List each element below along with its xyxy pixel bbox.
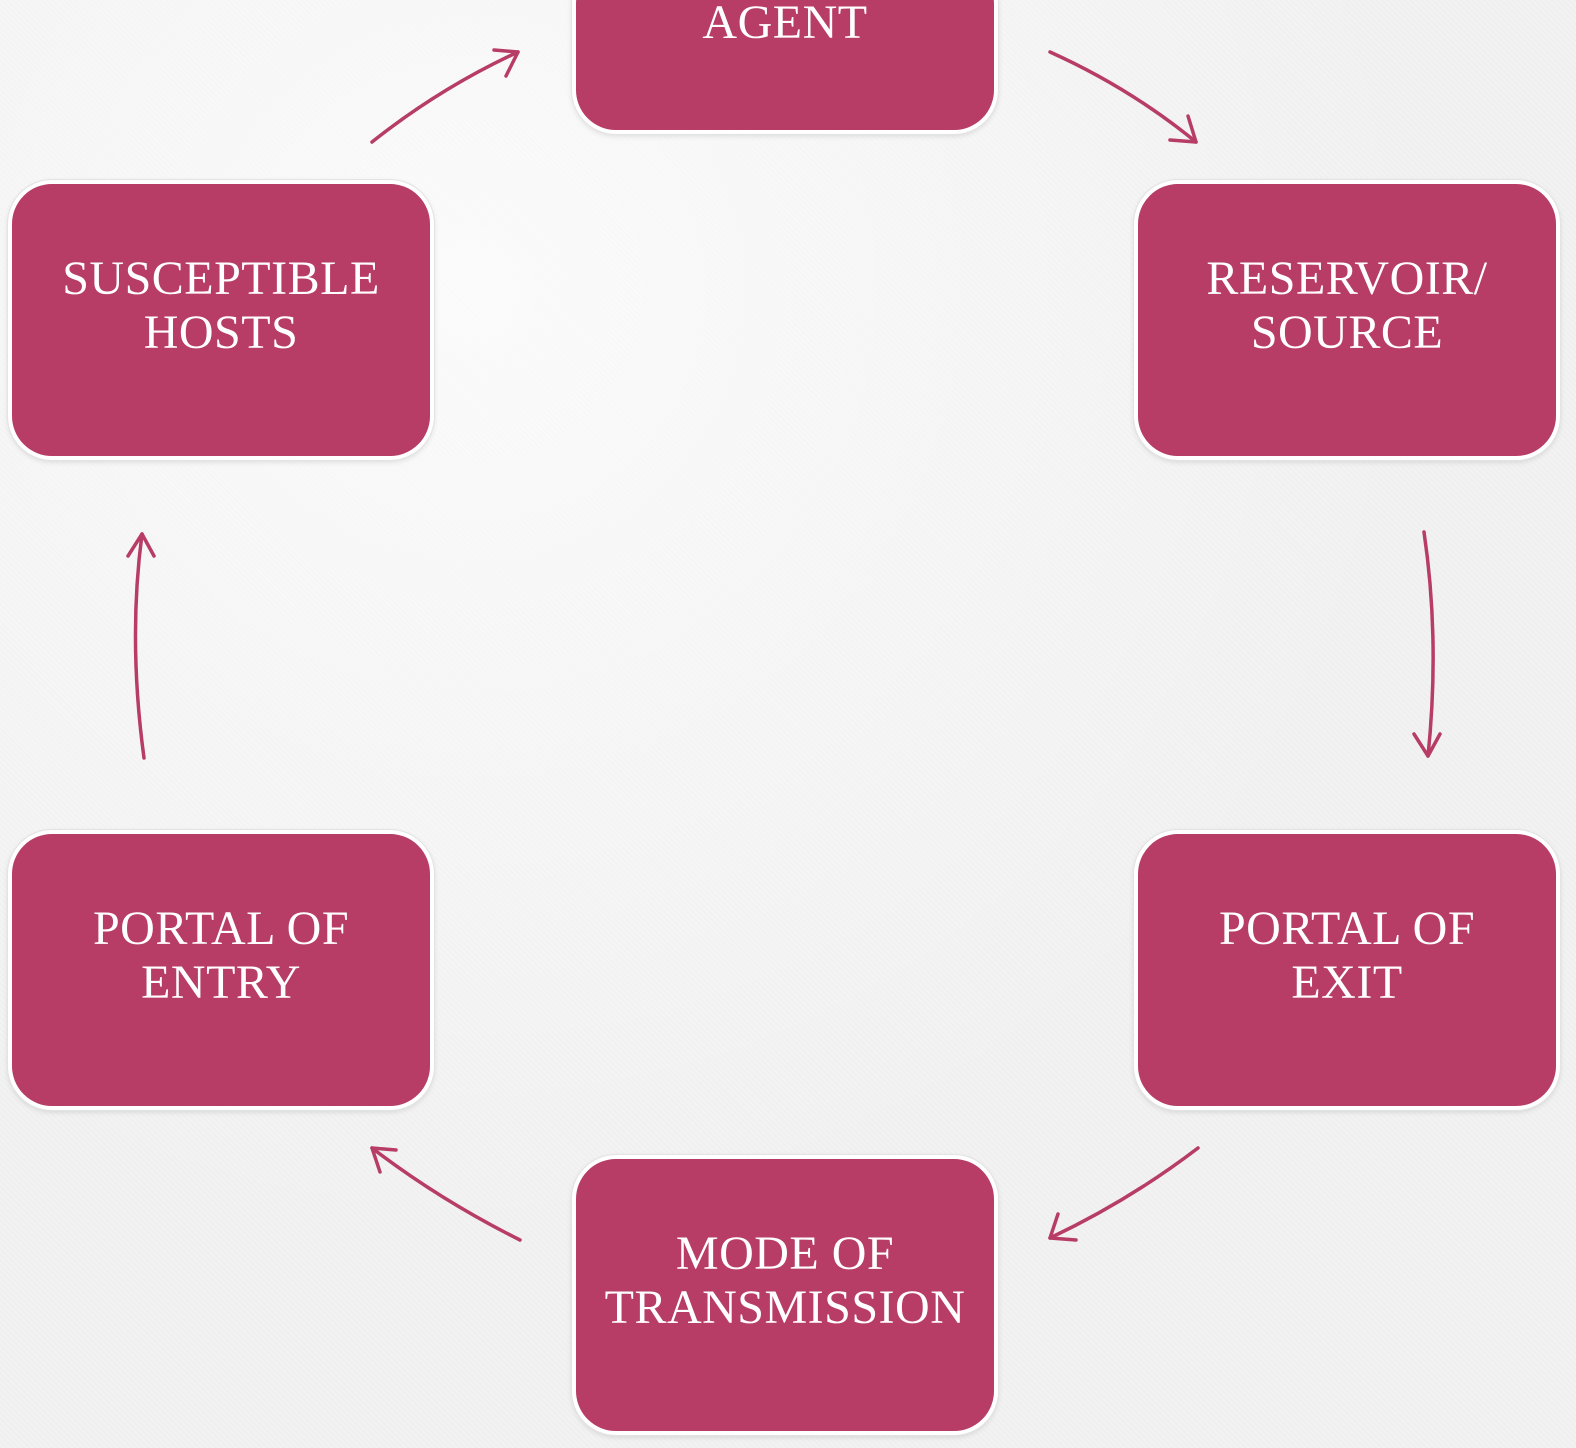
arrowhead-agent-to-reservoir [1168,114,1198,144]
node-mode-of-transmission: MODE OF TRANSMISSION [572,1155,998,1435]
arrow-reservoir-to-exit [1422,530,1435,758]
node-portal-of-exit: PORTAL OF EXIT [1134,830,1560,1110]
node-agent: AGENT [572,0,998,134]
node-susceptible-hosts-label: SUSCEPTIBLE HOSTS [62,252,380,359]
node-portal-of-entry-label: PORTAL OF ENTRY [92,902,350,1009]
arrow-exit-to-mode [1048,1146,1200,1240]
node-agent-label: AGENT [702,0,868,49]
node-susceptible-hosts: SUSCEPTIBLE HOSTS [8,180,434,460]
arrowhead-entry-to-susceptible [126,532,156,558]
node-reservoir-source-label: RESERVOIR/ SOURCE [1206,252,1488,359]
arrowhead-mode-to-entry [370,1146,398,1174]
node-portal-of-entry: PORTAL OF ENTRY [8,830,434,1110]
arrowhead-exit-to-mode [1048,1212,1078,1242]
node-reservoir-source: RESERVOIR/ SOURCE [1134,180,1560,460]
node-portal-of-exit-label: PORTAL OF EXIT [1218,902,1476,1009]
arrow-mode-to-entry [370,1146,522,1242]
arrow-susceptible-to-agent [370,50,520,144]
arrowhead-susceptible-to-agent [492,48,520,78]
node-mode-of-transmission-label: MODE OF TRANSMISSION [604,1227,966,1334]
arrowhead-reservoir-to-exit [1412,732,1442,758]
arrow-agent-to-reservoir [1048,50,1198,144]
arrow-entry-to-susceptible [133,532,146,760]
